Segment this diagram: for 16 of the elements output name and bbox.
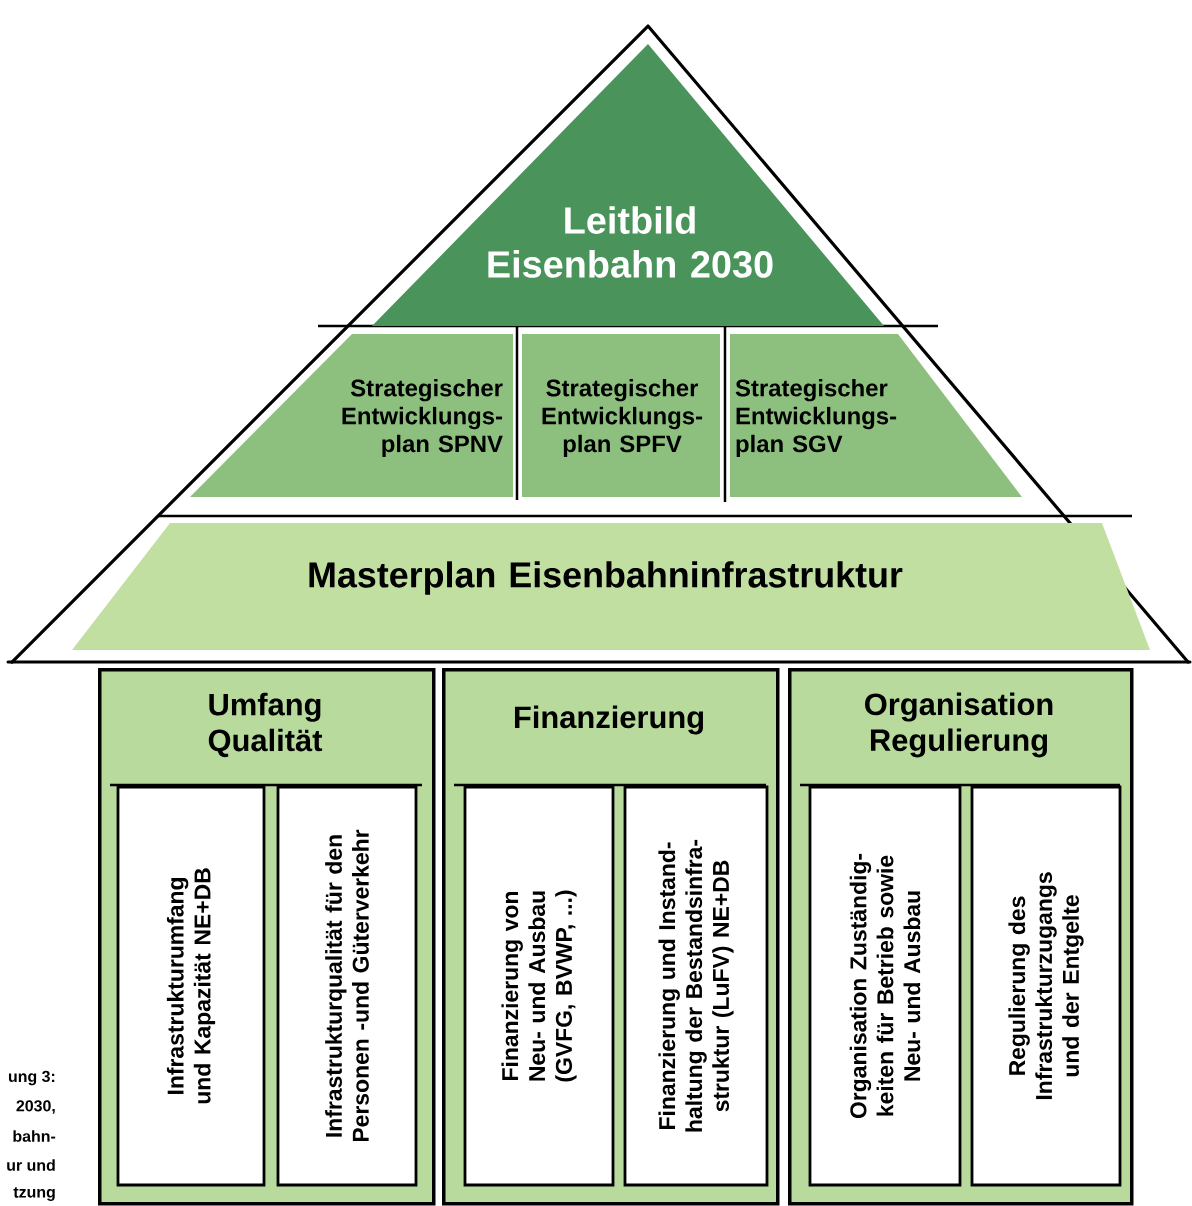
masterplan-band: Masterplan Eisenbahninfrastruktur — [72, 523, 1150, 650]
strategy-panel: Strategischer Entwicklungs-plan SPFV — [522, 334, 720, 497]
topic-box: Infrastrukturumfang und Kapazität NE+DB — [116, 785, 266, 1187]
caption-line: ung 3: — [8, 1070, 55, 1086]
caption-line: ur und — [7, 1159, 55, 1171]
caption-line: 2030, — [16, 1100, 55, 1114]
strategy-panel: Strategischer Entwicklungs-plan SGV — [730, 334, 1022, 497]
caption-line: tzung — [13, 1187, 55, 1201]
topic-box: Finanzierung von Neu- und Ausbau (GVFG, BVWP, ...) — [463, 785, 615, 1187]
topic-box: Regulierung des Infrastrukturzugangs und der Entgelte — [970, 785, 1122, 1187]
topic-box: Infrastrukturqualität für den Personen -und Güterverkehr — [276, 785, 418, 1187]
topic-box: Finanzierung und Instand-haltung der Bestandsinfra-struktur (LuFV) NE+DB — [623, 785, 769, 1187]
caption-line: bahn- — [13, 1130, 56, 1142]
strategy-panel: Strategischer Entwicklungs-plan SPNV — [190, 334, 513, 497]
topic-box: Organisation Zuständig-keiten für Betrieb sowie Neu- und Ausbau — [808, 785, 962, 1187]
summit-triangle: Leitbild Eisenbahn 2030 — [372, 44, 884, 326]
